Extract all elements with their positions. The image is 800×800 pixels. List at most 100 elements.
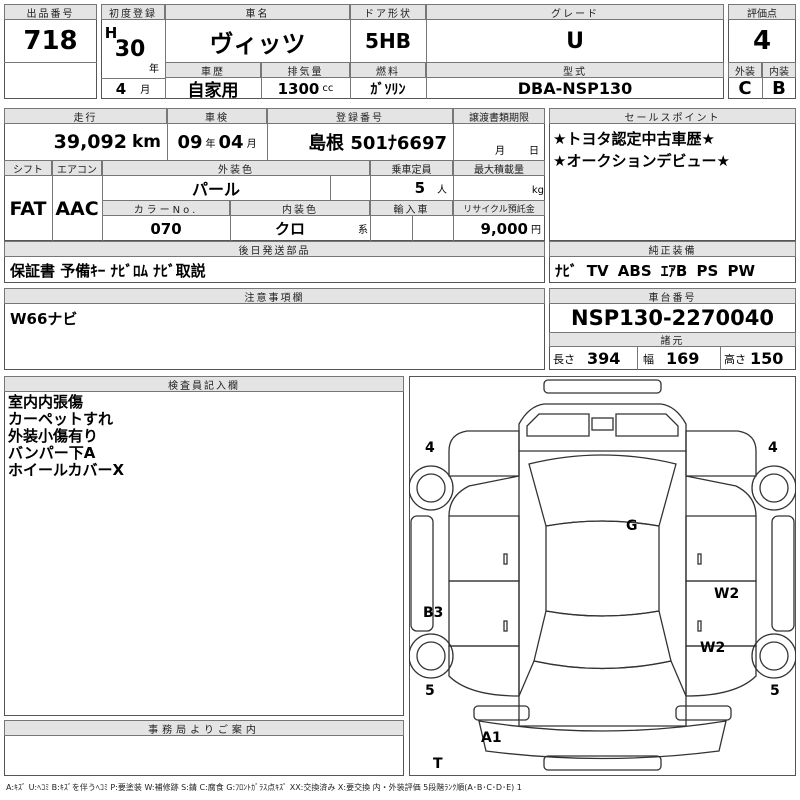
transfer-day-unit: 日 (529, 145, 539, 157)
ext-color-label: 外装色 (102, 160, 370, 176)
transfer-label: 譲渡書類期限 (453, 108, 545, 124)
specs-length-label: 長さ (553, 352, 575, 366)
mileage-label: 走行 (4, 108, 167, 124)
mark-right-rear: W2 (700, 640, 726, 656)
specs-length: 長さ 394 (553, 347, 633, 370)
mark-trunk: T (433, 756, 443, 772)
inspector-notes: 室内内張傷 カーペットすれ 外装小傷有り バンパー下A ホイールカバーX (8, 394, 398, 479)
displacement-unit: cc (322, 83, 334, 94)
col-divider (637, 347, 638, 370)
history-value: 自家用 (187, 81, 239, 101)
car-name-value: ヴィッツ (209, 29, 306, 58)
specs-width-value: 169 (666, 349, 700, 368)
notes-value: W66ナビ (10, 309, 78, 328)
inspector-line: バンパー下A (8, 444, 96, 462)
first-reg-era: H (104, 24, 118, 42)
mark-top-left: 4 (425, 440, 435, 456)
sales-point-item: ★オークションデビュー★ (553, 151, 730, 170)
fuel-value: ｶﾞｿﾘﾝ (370, 81, 406, 98)
mark-left-door: B3 (423, 605, 444, 621)
equipment-value: ﾅﾋﾞ TV ABS ｴｱB PS PW (555, 261, 756, 280)
office-label: 事務局よりご案内 (4, 720, 404, 736)
recycle-cell: 9,000 円 (453, 216, 545, 241)
specs-width-label: 幅 (643, 352, 654, 366)
sales-points-label: セールスポイント (549, 108, 796, 124)
registration-value: 島根 501ﾅ6697 (308, 133, 447, 154)
first-reg-month-value: 4 (115, 79, 127, 98)
ext-score-value: C (738, 78, 752, 99)
col-divider (720, 347, 721, 370)
inspector-line: 外装小傷有り (8, 427, 99, 445)
mark-bottom-left: 5 (425, 683, 435, 699)
car-name-label: 車名 (165, 4, 350, 20)
chassis-value: NSP130-2270040 (571, 306, 774, 330)
capacity-value: 5 (414, 179, 425, 197)
mileage-cell: 39,092 km (4, 124, 167, 160)
model-label: 型式 (426, 62, 724, 78)
color-no-value: 070 (150, 219, 182, 238)
legend: A:ｷｽﾞ U:ﾍｺﾐ B:ｷｽﾞを伴うﾍｺﾐ P:要塗装 W:補修跡 S:錆 … (6, 783, 522, 792)
col-divider (453, 124, 454, 160)
first-reg-month: 4 月 (101, 78, 165, 99)
model-value: DBA-NSP130 (517, 79, 633, 98)
equipment-label: 純正装備 (549, 241, 796, 257)
specs-height-label: 高さ (724, 352, 746, 366)
int-color-label: 内装色 (230, 200, 370, 216)
specs-height: 高さ 150 (724, 347, 794, 370)
col-divider (350, 20, 351, 62)
shift-value: FAT (9, 197, 47, 220)
recycle-unit: 円 (531, 225, 541, 236)
max-load-unit: kg (531, 184, 544, 196)
registration-label: 登録番号 (267, 108, 453, 124)
first-reg-year: 30 (114, 36, 146, 62)
first-reg-label: 初度登録 (101, 4, 165, 20)
door-value: 5HB (365, 29, 411, 53)
transfer-cell: 月 日 (453, 138, 545, 160)
col-divider (165, 20, 166, 62)
score-label: 評価点 (728, 4, 796, 20)
col-divider (267, 124, 268, 160)
inspection-year: 09 (177, 131, 203, 153)
col-divider (230, 216, 231, 241)
mark-rear-bumper: A1 (481, 730, 502, 746)
specs-length-value: 394 (587, 349, 621, 368)
lot-label: 出品番号 (4, 4, 97, 20)
inspector-box (4, 376, 404, 716)
capacity-cell: 5 人 (370, 176, 453, 200)
mark-glass: G (626, 518, 638, 534)
history-label: 車歴 (165, 62, 261, 78)
col-divider (412, 216, 413, 241)
col-divider (426, 20, 427, 62)
int-color-unit: 系 (358, 225, 368, 236)
inspector-label: 検査員記入欄 (4, 376, 404, 392)
score-value: 4 (752, 26, 772, 56)
mark-top-right: 4 (768, 440, 778, 456)
col-divider (330, 176, 331, 200)
first-reg-year-unit: 年 (149, 63, 159, 75)
displacement-label: 排気量 (261, 62, 350, 78)
inspection-month: 04 (218, 131, 244, 153)
ac-value: AAC (55, 197, 99, 220)
col-divider (167, 124, 168, 160)
col-divider (426, 62, 427, 99)
row-divider (101, 78, 165, 79)
ac-label: エアコン (52, 160, 102, 176)
ext-color-value: パール (191, 180, 240, 199)
inspection-label: 車検 (167, 108, 267, 124)
int-color-value: クロ (274, 220, 305, 238)
col-divider (52, 176, 53, 241)
transfer-month-unit: 月 (495, 145, 505, 157)
inspector-line: ホイールカバーX (8, 461, 125, 479)
col-divider (165, 62, 166, 99)
max-load-label: 最大積載量 (453, 160, 545, 176)
inspection-cell: 09 年 04 月 (167, 124, 267, 160)
specs-label: 諸元 (549, 332, 796, 347)
displacement-value: 1300 (277, 79, 320, 98)
inspection-month-unit: 月 (246, 138, 257, 150)
grade-value: U (566, 28, 584, 54)
ext-score-label: 外装 (728, 62, 762, 78)
specs-height-value: 150 (750, 349, 784, 368)
specs-width: 幅 169 (643, 347, 719, 370)
later-items-value: 保証書 予備ｷｰ ﾅﾋﾞﾛﾑ ﾅﾋﾞ取説 (10, 261, 206, 280)
first-reg-month-unit: 月 (140, 85, 151, 96)
